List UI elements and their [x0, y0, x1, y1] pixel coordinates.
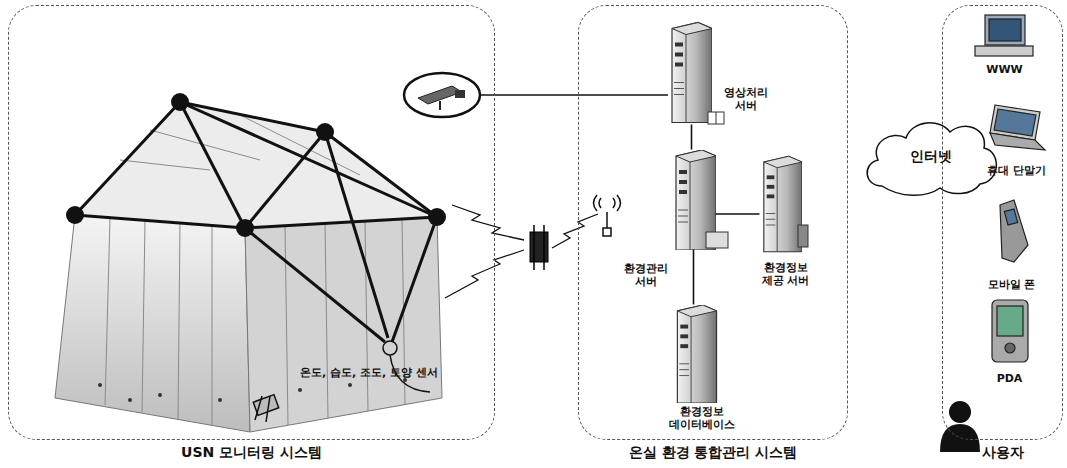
device-node: WWW: [975, 15, 1035, 57]
device-label: PDA: [997, 372, 1023, 385]
server-label: 환경관리 서버: [620, 262, 672, 288]
system-region: WWW휴대 단말기모바일 폰PDA사용자: [942, 5, 1063, 440]
sensor-probe: [253, 341, 430, 422]
sensor-network: [75, 102, 437, 342]
device-node: 영상처리 서버: [668, 20, 712, 125]
system-title: 온실 환경 통합관리 시스템: [629, 444, 798, 461]
system-title: USN 모니터링 시스템: [181, 444, 322, 461]
server-label: 환경정보 제공 서버: [756, 261, 816, 287]
system-region: 영상처리 서버환경관리 서버환경정보 제공 서버환경정보 데이터베이스온실 환경…: [578, 5, 848, 440]
server-label: 환경정보 데이터베이스: [662, 405, 742, 431]
device-node: 휴대 단말기: [988, 102, 1046, 152]
cloud-shape: [867, 123, 996, 195]
device-icon: [975, 15, 1045, 362]
device-node: 환경정보 제공 서버: [760, 155, 802, 253]
device-node: 환경정보 데이터베이스: [672, 305, 718, 403]
wireless-link: [445, 205, 598, 298]
server-label: 영상처리 서버: [720, 86, 772, 112]
antenna: [594, 195, 621, 236]
device-node: 환경관리 서버: [672, 150, 716, 250]
gateway: [530, 225, 548, 270]
sensor-label: 온도, 습도, 조도, 토양 센서: [300, 366, 438, 379]
server-icon: [672, 23, 808, 404]
device-node: 모바일 폰: [992, 198, 1032, 264]
user-icon: [940, 401, 980, 452]
system-title: 사용자: [982, 444, 1024, 461]
device-label: WWW: [986, 63, 1022, 76]
server-link: [691, 125, 693, 150]
camera: [404, 73, 668, 117]
device-label: 휴대 단말기: [987, 164, 1046, 177]
server-link: [693, 250, 695, 305]
device-label: 모바일 폰: [988, 278, 1036, 291]
network-cloud: 인터넷: [860, 116, 1002, 198]
greenhouse: [55, 102, 442, 432]
device-node: PDA: [990, 300, 1030, 362]
sensor-node: [66, 93, 446, 237]
cloud-label: 인터넷: [910, 148, 952, 166]
server-link: [716, 213, 760, 215]
